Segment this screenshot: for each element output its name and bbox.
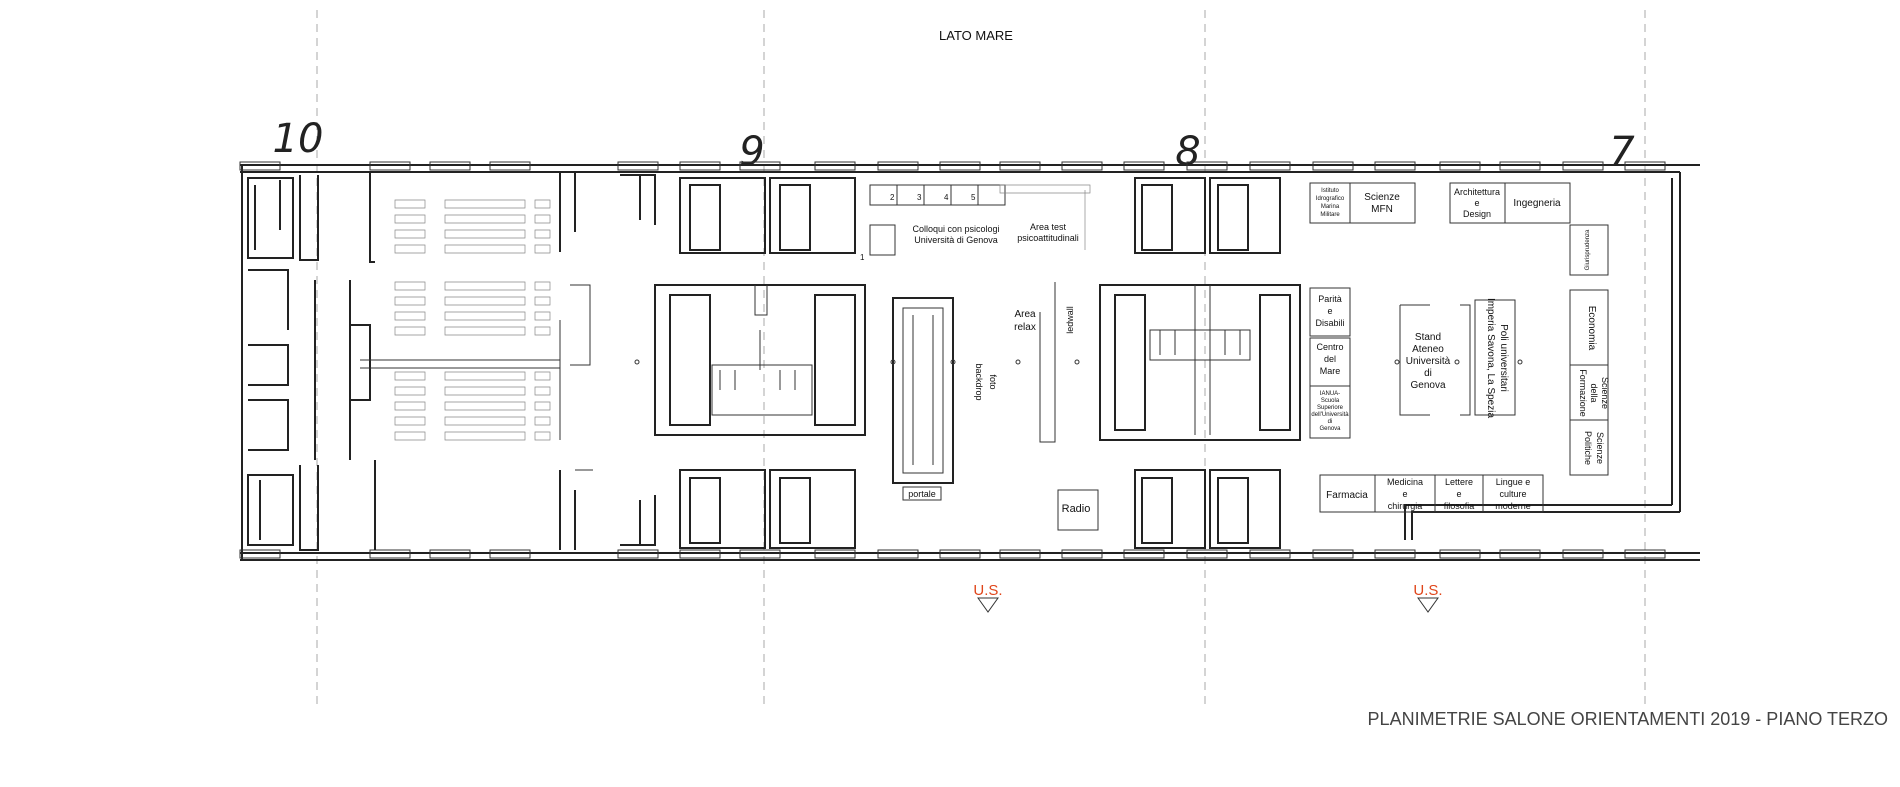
colloqui-label-1: Colloqui con psicologi	[912, 224, 999, 234]
booth-ianua-1: IANUA-	[1320, 391, 1340, 397]
exit-arrow-1	[977, 597, 999, 613]
auditorium-doors	[559, 172, 656, 550]
column-markers	[634, 359, 1523, 365]
poli-label-1: Poli universitari	[1498, 324, 1509, 392]
area-relax-label-2: relax	[1014, 322, 1036, 333]
booth-politiche-2: Politiche	[1583, 431, 1593, 465]
booth-medicina-2: e	[1402, 489, 1407, 499]
area-test-label-1: Area test	[1030, 222, 1067, 232]
plan-title: PLANIMETRIE SALONE ORIENTAMENTI 2019 - P…	[1368, 709, 1888, 729]
desk-number-4: 4	[944, 193, 949, 202]
axis-label-10: 10	[273, 116, 324, 162]
booth-scienze-mfn-1: Scienze	[1364, 192, 1400, 203]
booth-politiche-1: Scienze	[1595, 432, 1605, 464]
booth-parita-2: e	[1327, 306, 1332, 316]
portale-label: portale	[908, 489, 936, 499]
booth-lettere-2: e	[1456, 489, 1461, 499]
core-8	[1099, 177, 1301, 549]
exit-arrow-2	[1417, 597, 1439, 613]
booth-centro-mare-3: Mare	[1320, 366, 1341, 376]
booth-parita-1: Parità	[1318, 294, 1342, 304]
stand-ateneo-5: Genova	[1410, 380, 1445, 391]
booth-boxes	[1039, 182, 1609, 531]
desk-number-5: 5	[971, 193, 976, 202]
booth-ianua-3: Superiore	[1317, 405, 1344, 411]
radio-label: Radio	[1062, 503, 1091, 515]
facade-piers	[239, 161, 1666, 559]
lato-mare-label: LATO MARE	[939, 28, 1013, 43]
exit-label-2: U.S.	[1413, 582, 1442, 599]
desks	[869, 184, 1091, 256]
booth-ianua-4: dell'Università	[1311, 412, 1349, 418]
axis-label-8: 8	[1175, 129, 1200, 175]
auditorium-seating	[394, 199, 551, 441]
booth-architettura-1: Architettura	[1454, 187, 1500, 197]
booth-farmacia: Farmacia	[1326, 490, 1368, 501]
booth-parita-3: Disabili	[1315, 318, 1344, 328]
stand-ateneo-4: di	[1424, 368, 1432, 379]
booth-marina-3: Marina	[1321, 204, 1340, 210]
ledwall-label: ledwall	[1065, 306, 1075, 334]
booth-marina-1: Istituto	[1321, 188, 1339, 194]
booth-lettere-1: Lettere	[1445, 477, 1473, 487]
booth-lingue-1: Lingue e	[1496, 477, 1531, 487]
escalator	[892, 297, 954, 484]
booth-ianua-6: Genova	[1319, 426, 1341, 432]
booth-formazione-1: Scienze	[1600, 377, 1610, 409]
desk-number-1: 1	[860, 253, 865, 262]
left-wing-rooms	[247, 172, 560, 551]
desk-number-2: 2	[890, 193, 895, 202]
exit-label-1: U.S.	[973, 582, 1002, 599]
booth-lettere-3: filosofia	[1444, 501, 1475, 511]
booth-medicina-1: Medicina	[1387, 477, 1423, 487]
stand-ateneo-1: Stand	[1415, 332, 1441, 343]
axis-label-9: 9	[739, 129, 764, 175]
booth-marina-4: Militare	[1320, 212, 1340, 218]
booth-giurisprudenza: Giurisprudenza	[1585, 229, 1591, 270]
backdrop-label-2: foto	[988, 374, 998, 389]
stand-ateneo-3: Università	[1406, 356, 1451, 367]
booth-marina-2: Idrografico	[1316, 196, 1345, 202]
poli-label-2: Imperia Savona, La Spezia	[1485, 298, 1496, 419]
core-9	[654, 177, 866, 549]
booth-medicina-3: chirurgia	[1388, 501, 1423, 511]
booth-lingue-2: culture	[1499, 489, 1526, 499]
area-test-label-2: psicoattitudinali	[1017, 233, 1079, 243]
area-relax-label-1: Area	[1014, 309, 1036, 320]
colloqui-label-2: Università di Genova	[914, 235, 998, 245]
desk-number-3: 3	[917, 193, 922, 202]
booth-ianua-5: di	[1328, 419, 1333, 425]
booth-lingue-3: moderne	[1495, 501, 1531, 511]
booth-economia: Economia	[1586, 306, 1597, 351]
stand-ateneo-2: Ateneo	[1412, 344, 1444, 355]
portale-box	[902, 486, 942, 501]
booth-centro-mare-2: del	[1324, 354, 1336, 364]
booth-scienze-mfn-2: MFN	[1371, 204, 1393, 215]
booth-ingegneria: Ingegneria	[1513, 198, 1561, 209]
booth-architettura-2: e	[1474, 198, 1479, 208]
booth-formazione-2: della	[1589, 383, 1599, 402]
backdrop-label-1: backdrop	[974, 363, 984, 400]
booth-centro-mare-1: Centro	[1316, 342, 1343, 352]
booth-architettura-3: Design	[1463, 209, 1491, 219]
booth-formazione-3: Formazione	[1578, 369, 1588, 417]
booth-ianua-2: Scuola	[1321, 398, 1340, 404]
axis-label-7: 7	[1609, 129, 1635, 175]
